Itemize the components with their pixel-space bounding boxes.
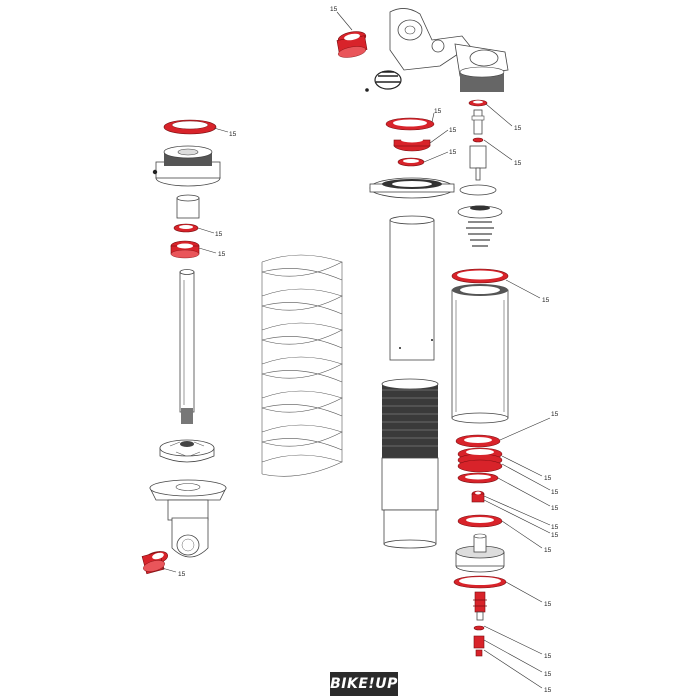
adjuster-knob xyxy=(365,70,402,92)
callout-label: 15 xyxy=(218,251,226,258)
callout-labels: 15 15 15 15 15 15 15 15 15 15 15 15 15 1… xyxy=(178,6,559,694)
callout-label: 15 xyxy=(544,547,552,554)
callout-label: 15 xyxy=(551,532,559,539)
valve-top-oring xyxy=(468,99,488,107)
callout-label: 15 xyxy=(544,671,552,678)
callout-label: 15 xyxy=(551,505,559,512)
ifp-piston xyxy=(455,533,505,573)
large-oring xyxy=(453,575,507,589)
callout-label: 15 xyxy=(215,231,223,238)
air-sleeve-seal xyxy=(451,268,509,284)
callout-label: 15 xyxy=(544,653,552,660)
left-small-oring xyxy=(173,223,199,233)
callout-label: 15 xyxy=(434,108,442,115)
callout-label: 15 xyxy=(551,411,559,418)
callout-label: 15 xyxy=(542,297,550,304)
seal-stack-rings xyxy=(455,434,503,503)
left-damper-piston xyxy=(159,439,215,463)
coil-spring xyxy=(261,254,343,477)
callout-label: 15 xyxy=(514,160,522,167)
damper-body xyxy=(381,378,439,549)
callout-label: 15 xyxy=(449,127,457,134)
callout-label: 15 xyxy=(551,524,559,531)
callout-label: 15 xyxy=(229,131,237,138)
schrader-valve xyxy=(473,591,487,657)
body-tube xyxy=(389,215,435,361)
callout-label: 15 xyxy=(544,687,552,694)
callout-label: 15 xyxy=(449,149,457,156)
left-bushing xyxy=(176,194,200,219)
top-red-bushing xyxy=(336,31,368,58)
left-threaded-cap xyxy=(152,145,221,187)
valve-needle xyxy=(469,109,487,181)
bikeup-watermark: BIKE!UP xyxy=(330,672,398,696)
callout-label: 15 xyxy=(544,601,552,608)
threaded-collar xyxy=(369,177,455,199)
callout-label: 15 xyxy=(544,475,552,482)
left-seal-cup xyxy=(170,240,200,259)
callout-label: 15 xyxy=(330,6,338,13)
callout-label: 15 xyxy=(178,571,186,578)
callout-leaders xyxy=(161,11,551,689)
callout-label: 15 xyxy=(514,125,522,132)
top-reservoir-head xyxy=(389,8,509,92)
left-bottom-bushing xyxy=(141,551,168,575)
mid-seal-stack xyxy=(385,117,435,167)
left-eyelet xyxy=(149,479,227,558)
air-sleeve xyxy=(451,284,509,424)
left-top-seal-ring xyxy=(163,119,217,135)
compression-adjuster xyxy=(457,184,503,247)
piston-seal xyxy=(457,514,503,528)
left-shaft xyxy=(179,269,195,424)
callout-label: 15 xyxy=(551,489,559,496)
